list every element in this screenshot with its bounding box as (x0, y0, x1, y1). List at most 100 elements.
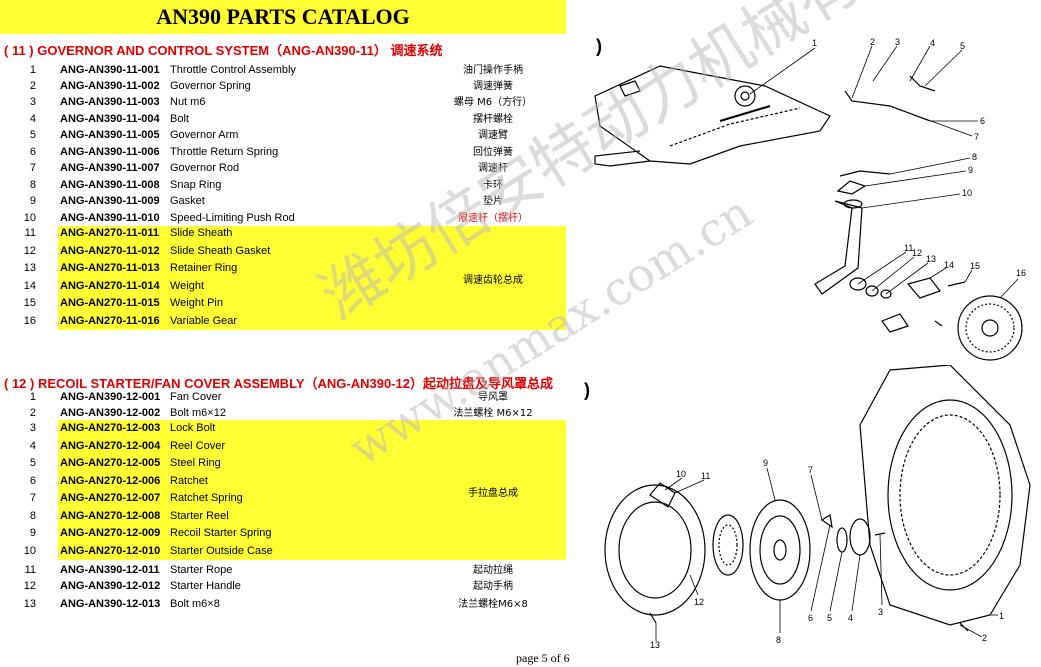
part-name-cn: 起动手柄 (473, 581, 513, 592)
part-number: 9 (29, 195, 36, 207)
throttle-bracket-shape (594, 65, 831, 165)
part-name-cn: 回位弹簧 (473, 147, 513, 158)
part-name: Ratchet Spring (170, 492, 243, 504)
d1-callout: 7 (974, 132, 979, 142)
part-name-cn: 调速杆 (478, 163, 508, 174)
part-code: ANG-AN390-11-007 (60, 162, 160, 174)
d1-callout: 8 (972, 152, 977, 162)
d1-callout: 6 (980, 116, 985, 126)
part-name: Bolt m6×12 (170, 407, 226, 419)
part-code: ANG-AN270-11-012 (60, 245, 160, 257)
part-name: Weight Pin (170, 297, 223, 309)
part-code: ANG-AN390-12-012 (60, 580, 161, 592)
starter-case-shape (604, 484, 706, 616)
d1-callout: 13 (926, 254, 936, 264)
part-name: Retainer Ring (170, 262, 238, 274)
title-bar: AN390 PARTS CATALOG (0, 0, 566, 34)
d2-callout: 6 (808, 613, 813, 623)
part-code: ANG-AN390-11-003 (60, 96, 160, 108)
part-code: ANG-AN390-11-002 (60, 80, 160, 92)
d2-callout: 11 (701, 471, 710, 481)
part-code: ANG-AN390-11-006 (60, 146, 160, 158)
part-name: Snap Ring (170, 179, 222, 191)
diagram-2-paren: ) (584, 380, 590, 400)
part-code: ANG-AN270-12-008 (60, 510, 161, 522)
part-name: Bolt (170, 113, 189, 125)
part-number: 2 (29, 407, 36, 419)
d2-callout: 7 (808, 465, 813, 475)
part-code: ANG-AN270-11-015 (60, 297, 160, 309)
part-code: ANG-AN390-11-001 (60, 64, 160, 76)
part-code: ANG-AN270-12-004 (60, 440, 161, 452)
part-name: Throttle Control Assembly (170, 64, 296, 76)
d2-callout: 10 (676, 469, 686, 479)
part-name: Governor Arm (170, 129, 239, 141)
part-code: ANG-AN270-12-003 (60, 422, 161, 434)
part-code: ANG-AN390-11-005 (60, 129, 160, 141)
table-row: 9 ANG-AN270-12-009 Recoil Starter Spring (0, 525, 566, 542)
part-name: Starter Outside Case (170, 545, 273, 557)
part-name: Ratchet (170, 475, 208, 487)
part-code: ANG-AN270-12-009 (60, 527, 161, 539)
part-name: Bolt m6×8 (170, 598, 220, 610)
part-name-cn: 垫片 (483, 196, 503, 207)
part-name: Fan Cover (170, 391, 222, 403)
part-number: 3 (29, 422, 36, 434)
part-name: Reel Cover (170, 440, 226, 452)
part-number: 11 (24, 564, 36, 576)
part-number: 11 (24, 227, 36, 239)
part-name-cn: 螺母 M6（方行） (453, 97, 533, 108)
part-name: Steel Ring (170, 457, 221, 469)
d1-callout: 11 (904, 243, 913, 253)
d2-callout: 9 (763, 458, 768, 468)
part-name: Throttle Return Spring (170, 146, 279, 158)
part-code: ANG-AN270-12-006 (60, 475, 161, 487)
part-number: 1 (29, 64, 36, 76)
part-code: ANG-AN270-12-010 (60, 545, 161, 557)
part-name: Starter Handle (170, 580, 241, 592)
d1-callout: 16 (1016, 268, 1026, 278)
d2-callout: 3 (878, 607, 883, 617)
part-name: Governor Rod (170, 162, 240, 174)
part-code: ANG-AN270-12-007 (60, 492, 161, 504)
part-number: 13 (23, 598, 36, 610)
section-12-group-label: 手拉盘总成 (468, 488, 518, 499)
part-number: 14 (23, 280, 36, 292)
d2-callout: 1 (999, 611, 1004, 621)
d1-callout: 3 (895, 37, 900, 47)
d2-callout: 4 (848, 613, 853, 623)
part-name: Speed-Limiting Push Rod (170, 212, 295, 224)
part-name: Recoil Starter Spring (170, 527, 272, 539)
d1-callout: 14 (944, 260, 954, 270)
section-11-heading: ( 11 ) GOVERNOR AND CONTROL SYSTEM（ANG-A… (4, 43, 443, 58)
part-code: ANG-AN390-12-013 (60, 598, 161, 610)
d1-callout: 9 (968, 165, 973, 175)
part-number: 9 (29, 527, 36, 539)
part-name-cn: 起动拉绳 (473, 565, 513, 576)
part-name: Gasket (170, 195, 205, 207)
part-name-cn: 油门操作手柄 (463, 65, 523, 76)
part-number: 4 (29, 113, 36, 125)
part-number: 13 (23, 262, 36, 274)
d2-callout: 2 (982, 633, 987, 643)
part-code: ANG-AN390-11-010 (60, 212, 160, 224)
part-code: ANG-AN390-12-002 (60, 407, 161, 419)
table-row: 1 ANG-AN390-11-001 Throttle Control Assemb… (0, 62, 566, 79)
part-number: 3 (29, 96, 36, 108)
